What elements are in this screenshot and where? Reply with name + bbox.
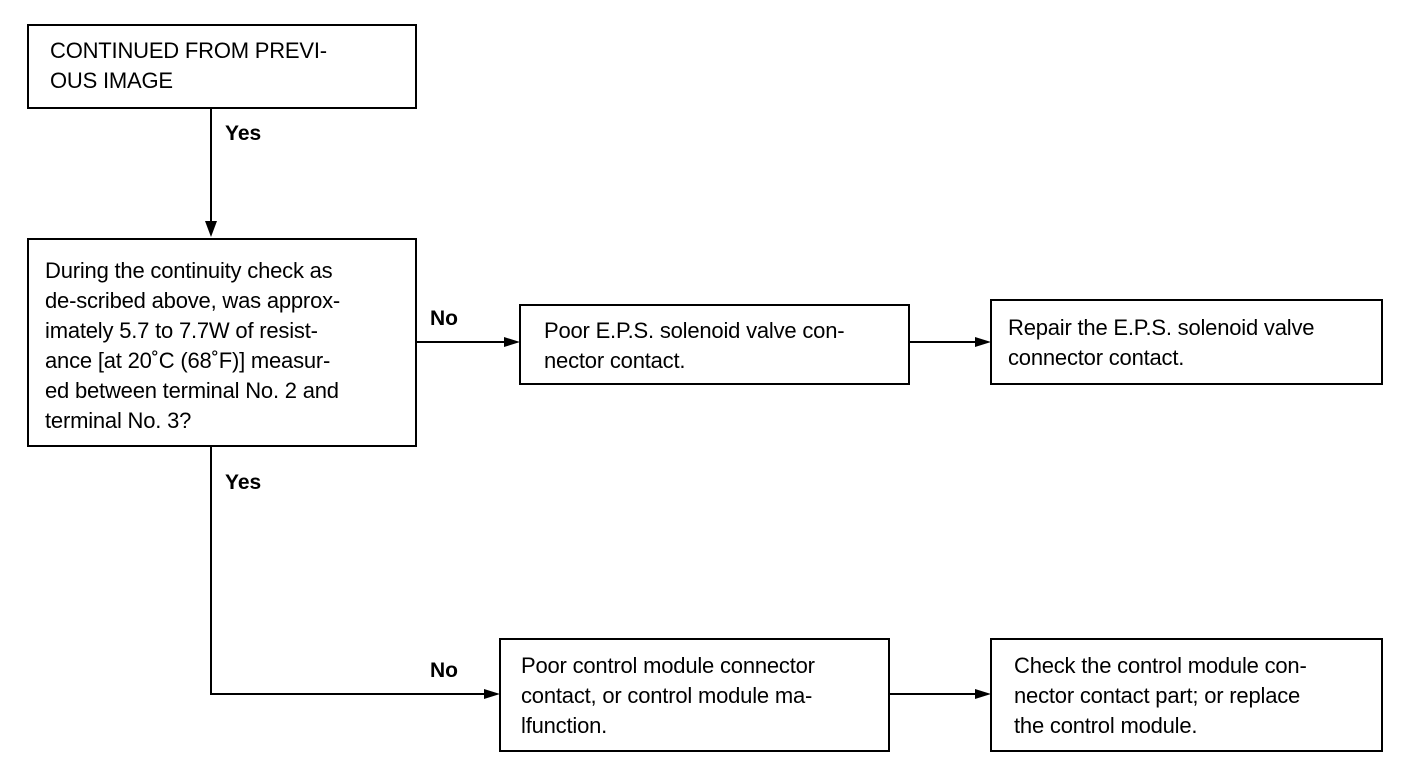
continuity-check-question-box: During the continuity check as de-scribe… xyxy=(27,238,417,447)
poor-solenoid-contact-text: Poor E.P.S. solenoid valve con- nector c… xyxy=(544,318,845,373)
poor-solenoid-contact-box: Poor E.P.S. solenoid valve con- nector c… xyxy=(519,304,910,385)
continuity-check-question-text: During the continuity check as de-scribe… xyxy=(45,258,341,433)
repair-solenoid-contact-box: Repair the E.P.S. solenoid valve connect… xyxy=(990,299,1383,385)
arrowhead-question-to-poor-solenoid xyxy=(504,337,520,347)
arrowhead-continued-to-question xyxy=(205,221,217,237)
arrowhead-question-to-poor-control-module xyxy=(484,689,500,699)
edge-label-no-middle: No xyxy=(430,307,458,330)
arrow-question-to-poor-control-module xyxy=(210,446,488,695)
edge-label-no-bottom: No xyxy=(430,659,458,682)
check-control-module-text: Check the control module con- nector con… xyxy=(1014,653,1307,738)
edge-label-yes-bottom: Yes xyxy=(225,471,262,494)
poor-control-module-text: Poor control module connector contact, o… xyxy=(521,653,815,738)
repair-solenoid-contact-text: Repair the E.P.S. solenoid valve connect… xyxy=(1008,315,1315,370)
edge-label-yes-top: Yes xyxy=(225,122,262,145)
continued-from-previous-box: CONTINUED FROM PREVI- OUS IMAGE xyxy=(27,24,417,109)
arrowhead-poor-solenoid-to-repair xyxy=(975,337,991,347)
poor-control-module-box: Poor control module connector contact, o… xyxy=(499,638,890,752)
continued-from-previous-text: CONTINUED FROM PREVI- OUS IMAGE xyxy=(50,38,327,93)
check-control-module-box: Check the control module con- nector con… xyxy=(990,638,1383,752)
arrowhead-poor-control-to-check xyxy=(975,689,991,699)
